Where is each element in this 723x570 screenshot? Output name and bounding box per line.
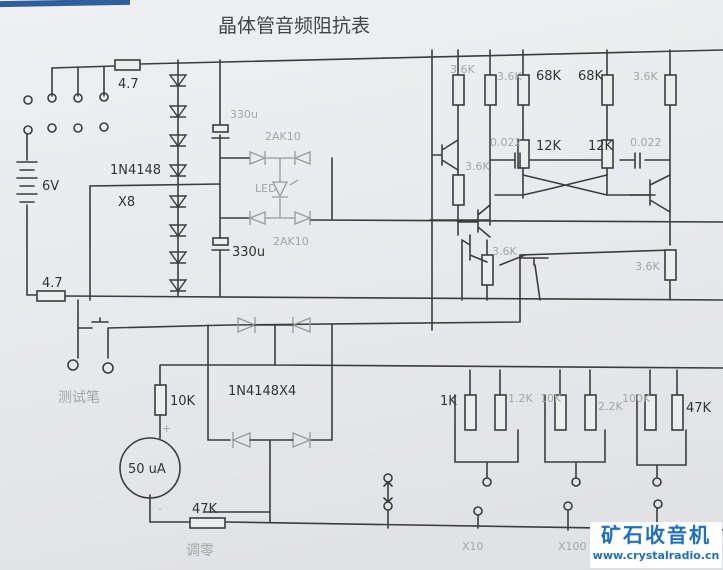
- label-zero-adjust: 调零: [186, 543, 214, 559]
- range-terminal[interactable]: [571, 477, 581, 487]
- diode-symbol: [168, 105, 188, 119]
- meter-label: 50 uA: [128, 462, 166, 477]
- watermark: 矿石收音机 www.crystalradio.cn: [590, 522, 722, 568]
- potentiometer-47k: [189, 517, 226, 529]
- label-r-bottom: 4.7: [42, 276, 63, 291]
- meter-plus: +: [162, 422, 171, 435]
- label-osc-r4: 68K: [578, 69, 604, 84]
- label-osc-r10: 3.6K: [635, 260, 660, 273]
- label-r-top: 4.7: [118, 77, 139, 92]
- bridge-2ak10: [248, 151, 312, 225]
- label-x100: X100: [558, 540, 587, 553]
- label-c1: 330u: [230, 108, 258, 121]
- range-terminal[interactable]: [653, 499, 663, 509]
- diode-chain-1n4148: [168, 74, 188, 293]
- label-led: LED: [255, 182, 277, 195]
- label-range-a2: 1.2K: [508, 392, 533, 405]
- label-range-c2: 47K: [686, 401, 712, 416]
- capacitors: [211, 124, 641, 251]
- range-terminal[interactable]: [563, 501, 573, 511]
- wires: [26, 49, 723, 531]
- label-diode-part: 1N4148: [110, 163, 161, 178]
- label-osc-r9: 3.6K: [492, 245, 517, 258]
- terminal[interactable]: [73, 123, 83, 133]
- diode-symbol: [168, 251, 188, 265]
- transistors: [431, 139, 671, 266]
- terminal[interactable]: [99, 92, 109, 102]
- label-range-b2: 2.2K: [598, 400, 623, 413]
- schematic-title: 晶体管音频阻抗表: [218, 15, 370, 37]
- rectifier-bridge: [231, 317, 312, 448]
- label-osc-r5: 3.6K: [633, 70, 658, 83]
- label-osc-r7: 12K: [588, 139, 614, 154]
- test-pen-terminal[interactable]: [102, 362, 114, 374]
- label-2ak10-top: 2AK10: [265, 130, 301, 143]
- terminal[interactable]: [73, 93, 83, 103]
- diode-symbol: [168, 164, 188, 178]
- diode-symbol: [168, 279, 188, 293]
- battery-symbol: [16, 161, 38, 203]
- meter-minus: -: [158, 502, 162, 515]
- label-rectifier: 1N4148X4: [228, 384, 296, 399]
- watermark-title: 矿石收音机: [601, 523, 711, 547]
- resistors: [36, 59, 684, 529]
- test-switch[interactable]: [91, 317, 109, 323]
- label-osc-r1: 3.6K: [450, 63, 475, 76]
- diode-symbol: [168, 134, 188, 148]
- label-pot-zero: 47K: [192, 502, 218, 517]
- terminals: [23, 92, 663, 516]
- terminal[interactable]: [99, 122, 109, 132]
- link-arrow-icon: [383, 480, 393, 504]
- battery-label: 6V: [42, 179, 59, 194]
- terminal[interactable]: [47, 93, 57, 103]
- diode-symbol: [168, 195, 188, 209]
- watermark-url: www.crystalradio.cn: [592, 549, 720, 562]
- diode-symbol: [168, 74, 188, 88]
- label-range-b1: 10K: [540, 392, 562, 405]
- range-terminal[interactable]: [473, 506, 483, 516]
- label-range-c1: 100K: [622, 392, 651, 405]
- label-osc-r6: 12K: [536, 139, 562, 154]
- terminal[interactable]: [23, 125, 33, 135]
- label-diode-count: X8: [118, 195, 135, 210]
- test-pen-terminal[interactable]: [67, 359, 79, 371]
- microammeter: [119, 437, 181, 499]
- label-c4: 0.022: [630, 136, 662, 149]
- range-terminal[interactable]: [652, 477, 662, 487]
- label-c3: 0.022: [490, 136, 522, 149]
- terminal[interactable]: [47, 123, 57, 133]
- label-test-pens: 测试笔: [58, 390, 100, 406]
- diode-symbol: [168, 224, 188, 238]
- label-range-a1: 1K: [440, 394, 457, 409]
- label-r-meter: 10K: [170, 394, 196, 409]
- label-osc-r3: 68K: [536, 69, 562, 84]
- label-c2: 330u: [232, 245, 265, 260]
- label-2ak10-bottom: 2AK10: [273, 235, 309, 248]
- terminal[interactable]: [23, 95, 33, 105]
- resistor-10k: [154, 384, 167, 416]
- resistor-4.7-bottom: [36, 290, 66, 302]
- resistor-4.7-top: [114, 59, 141, 71]
- label-osc-r8: 3.6K: [465, 160, 490, 173]
- range-terminal[interactable]: [482, 477, 492, 487]
- label-x10: X10: [462, 540, 484, 553]
- label-osc-r2: 3.6K: [497, 70, 522, 83]
- range-terminal[interactable]: [383, 501, 393, 511]
- range-terminal[interactable]: [383, 473, 393, 483]
